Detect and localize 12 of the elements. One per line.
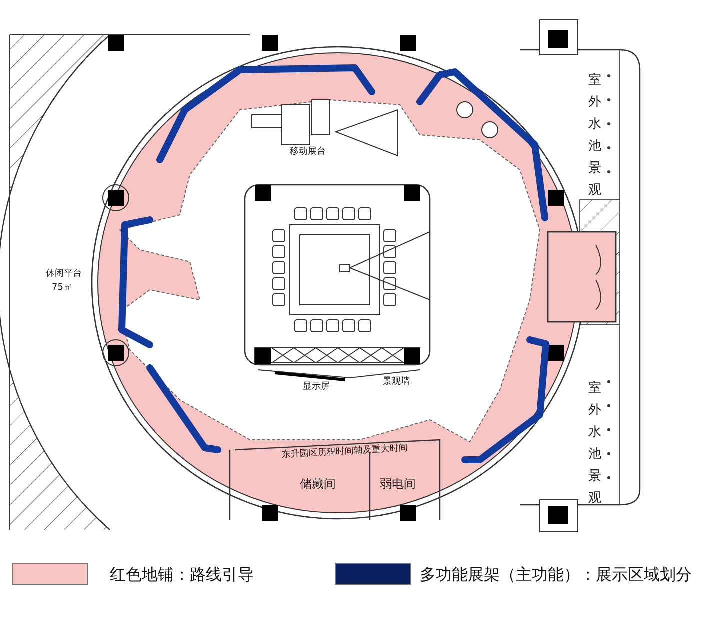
room-label: 75㎡ (52, 284, 72, 293)
room-label: 弱电间 (380, 478, 416, 490)
room-label: 休闲平台 (46, 270, 82, 279)
room-label: 储藏间 (300, 478, 336, 490)
room-label: 显示屏 (303, 383, 330, 392)
area-label: 室外水池景观 (588, 380, 602, 508)
room-label: 东升园区历程时间轴及重大时间 (282, 444, 408, 460)
legend-text: 红色地铺：路线引导 (110, 565, 254, 586)
room-label: 景观墙 (383, 378, 410, 387)
room-label: 移动展台 (290, 148, 326, 157)
legend-text: 多功能展架（主功能）：展示区域划分 (420, 565, 692, 586)
area-label: 室外水池景观 (588, 72, 602, 200)
